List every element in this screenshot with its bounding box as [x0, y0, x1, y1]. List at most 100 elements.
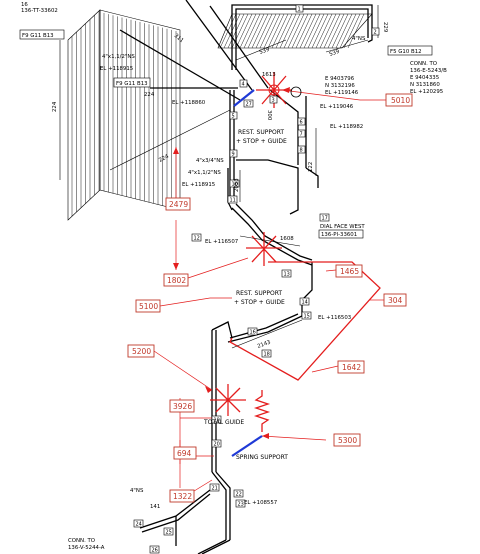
svg-text:17: 17 — [322, 216, 328, 222]
support-symbol-mid — [246, 232, 282, 266]
dimension-lines — [59, 5, 379, 349]
conn-bottom-ref: 136-V-5244-A — [68, 545, 105, 551]
svg-text:4: 4 — [242, 82, 245, 88]
svg-text:15: 15 — [304, 314, 310, 320]
callout-3926: 3926 — [169, 399, 195, 413]
node-marker: 26 — [149, 545, 160, 554]
size-4ns-top: 4"NS — [352, 36, 366, 42]
flange-code-mid: F9 G11 B13 — [116, 81, 148, 87]
node-marker: 3 — [269, 95, 278, 104]
node-marker: 10 — [229, 179, 240, 188]
redline-markups — [153, 87, 386, 497]
dim-122: 122 — [308, 162, 314, 172]
dial-ref: 136-PI-33601 — [321, 232, 357, 238]
node-marker: 5 — [229, 111, 238, 120]
stop-guide-2: + STOP + GUIDE — [234, 299, 285, 306]
coord-north: N 3132196 — [325, 83, 355, 89]
svg-text:5: 5 — [232, 114, 235, 120]
dim-539-b: 539 — [329, 49, 341, 58]
coord-east-right: E 9404335 — [410, 75, 439, 81]
left-equipment-panel — [67, 9, 181, 221]
callout-694: 694 — [173, 446, 197, 460]
svg-text:9: 9 — [232, 152, 235, 158]
node-marker: 12 — [191, 233, 202, 242]
node-marker: 18 — [261, 349, 272, 358]
node-marker: 8 — [297, 145, 306, 154]
svg-text:3: 3 — [272, 98, 275, 104]
svg-text:23: 23 — [238, 502, 244, 508]
svg-text:10: 10 — [232, 182, 238, 188]
svg-text:1322: 1322 — [173, 492, 192, 501]
node-marker: 9 — [229, 149, 238, 158]
svg-text:5100: 5100 — [139, 302, 158, 311]
svg-text:3926: 3926 — [173, 402, 192, 411]
svg-text:12: 12 — [194, 236, 200, 242]
svg-text:2: 2 — [374, 30, 377, 36]
callout-5300: 5300 — [333, 433, 361, 447]
elevation-119046: EL +119046 — [320, 104, 354, 110]
svg-text:11: 11 — [230, 198, 236, 204]
highlighted-segments — [231, 89, 263, 457]
svg-text:5200: 5200 — [132, 347, 151, 356]
size-label-3: 4"x1,1/2"NS — [188, 170, 221, 176]
node-marker: 14 — [299, 297, 310, 306]
svg-text:5300: 5300 — [338, 436, 357, 445]
svg-text:20: 20 — [214, 442, 220, 448]
callout-5100: 5100 — [135, 299, 161, 313]
node-marker: 23 — [235, 499, 246, 508]
svg-text:19: 19 — [214, 418, 220, 424]
flange-code-top: F9 G11 B13 — [22, 33, 54, 39]
node-marker: 16 — [247, 327, 258, 336]
node-marker: 25 — [163, 527, 174, 536]
total-guide: TOTAL GUIDE — [203, 419, 244, 426]
node-marker: 21 — [209, 483, 220, 492]
dim-2053: 2053 — [234, 178, 240, 192]
dim-224-b: 224 — [158, 153, 170, 163]
svg-text:694: 694 — [177, 449, 192, 458]
svg-text:304: 304 — [388, 296, 403, 305]
svg-text:8: 8 — [300, 148, 303, 154]
conn-top: CONN. TO — [410, 61, 437, 67]
elevation-116507: EL +116507 — [205, 239, 238, 245]
callout-1642: 1642 — [337, 360, 365, 374]
svg-text:1642: 1642 — [342, 363, 361, 372]
elevation-116503: EL +116503 — [318, 315, 351, 321]
node-marker: 17 — [319, 213, 330, 222]
svg-text:5010: 5010 — [391, 96, 410, 105]
stop-guide-1: + STOP + GUIDE — [236, 138, 287, 145]
node-marker: 6 — [297, 117, 306, 126]
callouts: 5010 2479 1802 5100 1465 304 1642 5200 — [127, 93, 413, 503]
svg-text:27: 27 — [246, 102, 252, 108]
elevation-119146: EL +119146 — [325, 90, 359, 96]
rest-support-2: REST. SUPPORT — [236, 290, 282, 297]
callout-5010: 5010 — [385, 93, 413, 107]
node-marker: 24 — [133, 519, 144, 528]
elevation-120295: EL +120295 — [410, 89, 443, 95]
coord-north-right: N 3131860 — [410, 82, 440, 88]
conn-bottom: CONN. TO — [68, 538, 95, 544]
node-marker: 15 — [301, 311, 312, 320]
elevation-108557: EL +108557 — [244, 500, 277, 506]
svg-text:2479: 2479 — [169, 200, 188, 209]
conn-top-ref: 136-E-5243/B — [410, 68, 447, 74]
dim-539-a: 539 — [259, 47, 271, 56]
node-marker: 1 — [295, 4, 304, 13]
elevation-118915-b: EL +118915 — [182, 182, 215, 188]
size-4ns-bottom: 4"NS — [130, 488, 144, 494]
svg-text:13: 13 — [284, 272, 290, 278]
node-marker: 22 — [233, 489, 244, 498]
svg-text:16: 16 — [250, 330, 256, 336]
node-marker: 7 — [297, 129, 306, 138]
svg-text:22: 22 — [236, 492, 242, 498]
callout-1465: 1465 — [335, 264, 363, 278]
size-label-2: 4"x3/4"NS — [196, 158, 224, 164]
elevation-118860: EL +118860 — [172, 100, 206, 106]
svg-text:25: 25 — [166, 530, 172, 536]
callout-1802: 1802 — [163, 273, 189, 287]
dim-229: 229 — [382, 22, 388, 33]
svg-text:7: 7 — [300, 132, 303, 138]
dim-2143: 2143 — [257, 340, 272, 350]
node-marker: 20 — [211, 439, 222, 448]
